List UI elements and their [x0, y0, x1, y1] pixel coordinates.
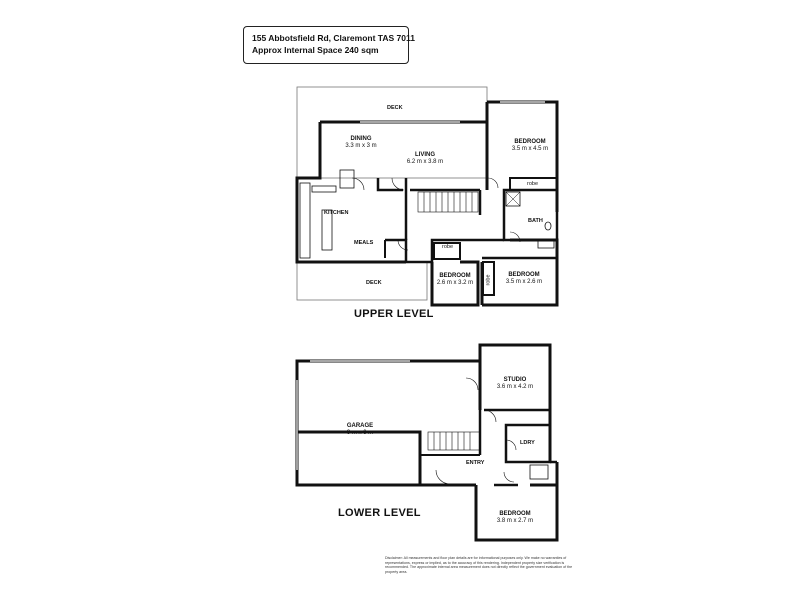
- kitchen-bench: [299, 182, 311, 259]
- entry-label: ENTRY: [466, 460, 485, 466]
- room-bedroom-2-size: 2.6 m x 3.2 m: [436, 280, 474, 286]
- robe-1-label: robe: [527, 181, 539, 187]
- lower-level-title: LOWER LEVEL: [338, 507, 421, 519]
- room-bedroom-1: BEDROOM 3.5 m x 4.5 m: [512, 139, 548, 153]
- upper-deck-bottom: [296, 261, 428, 301]
- meals-label: MEALS: [354, 240, 374, 246]
- room-bedroom-1-size: 3.5 m x 4.5 m: [511, 146, 549, 152]
- upper-deck-top: [296, 86, 488, 179]
- room-dining-name: DINING: [350, 136, 372, 142]
- room-dining: DINING 3.3 m x 3 m: [345, 136, 376, 150]
- room-studio-name: STUDIO: [503, 377, 527, 383]
- room-lower-bedroom: BEDROOM 3.8 m x 2.7 m: [497, 511, 533, 525]
- room-bedroom-3-size: 3.5 m x 2.6 m: [505, 279, 543, 285]
- room-studio: STUDIO 3.6 m x 4.2 m: [497, 377, 533, 391]
- room-garage-size: 9 m x 6 m: [346, 430, 374, 436]
- upper-bedroom1-walls: [487, 100, 559, 212]
- room-bedroom-2: BEDROOM 2.6 m x 3.2 m: [437, 273, 473, 287]
- room-dining-size: 3.3 m x 3 m: [345, 143, 377, 149]
- room-bedroom-1-name: BEDROOM: [514, 139, 546, 145]
- upper-bath: [502, 188, 559, 242]
- robe-3-label: robe: [485, 274, 492, 286]
- laundry-walls: [504, 423, 552, 464]
- upper-bedroom2-walls: [430, 260, 480, 307]
- room-living-size: 6.2 m x 3.8 m: [406, 159, 444, 165]
- room-bedroom-2-name: BEDROOM: [439, 273, 471, 279]
- garage-walls: [295, 359, 480, 485]
- disclaimer-text: Disclaimer: All measurements and floor p…: [385, 556, 573, 574]
- room-living: LIVING 6.2 m x 3.8 m: [407, 152, 443, 166]
- deck-top-label: DECK: [387, 105, 403, 111]
- lower-bedroom-walls: [474, 483, 559, 542]
- room-garage: GARAGE 9 m x 6 m: [347, 423, 373, 437]
- room-garage-name: GARAGE: [346, 423, 374, 429]
- robe-2-label: robe: [442, 244, 454, 250]
- room-bedroom-3-name: BEDROOM: [508, 272, 540, 278]
- upper-level-title: UPPER LEVEL: [354, 308, 434, 320]
- lower-stairs: [427, 431, 481, 451]
- internal-space: Approx Internal Space 240 sqm: [252, 45, 379, 55]
- room-studio-size: 3.6 m x 4.2 m: [496, 384, 534, 390]
- studio-walls: [478, 343, 552, 462]
- deck-bottom-label: DECK: [366, 280, 382, 286]
- property-info-box: 155 Abbotsfield Rd, Claremont TAS 7011 A…: [243, 26, 415, 64]
- room-living-name: LIVING: [414, 152, 436, 158]
- laundry-label: LDRY: [520, 440, 535, 446]
- room-bedroom-3: BEDROOM 3.5 m x 2.6 m: [506, 272, 542, 286]
- room-lower-bedroom-name: BEDROOM: [499, 511, 531, 517]
- kitchen-label: KITCHEN: [324, 210, 349, 216]
- room-lower-bedroom-size: 3.8 m x 2.7 m: [496, 518, 534, 524]
- upper-main-walls: [320, 120, 489, 190]
- property-address: 155 Abbotsfield Rd, Claremont TAS 7011: [252, 33, 415, 43]
- upper-stairs: [417, 191, 479, 213]
- bath-label: BATH: [528, 218, 543, 224]
